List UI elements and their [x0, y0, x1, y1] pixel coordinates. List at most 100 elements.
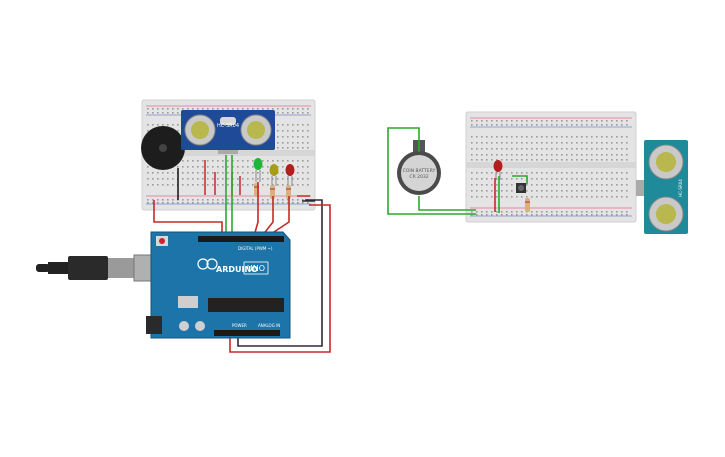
breadboard-hole [526, 172, 528, 174]
arduino-uno-board[interactable]: DIGITAL (PWM ~) ARDUINO UNO POWER ANALOG… [146, 231, 291, 339]
breadboard-hole [561, 142, 563, 144]
breadboard-hole [526, 124, 528, 126]
breadboard-hole [526, 136, 528, 138]
breadboard-hole [566, 148, 568, 150]
breadboard-hole [202, 160, 204, 162]
breadboard-hole [621, 120, 623, 122]
left-led-green[interactable] [253, 158, 263, 182]
breadboard-hole [516, 214, 518, 216]
breadboard-hole [267, 202, 269, 204]
breadboard-hole [626, 124, 628, 126]
breadboard-hole [282, 172, 284, 174]
breadboard-hole [177, 202, 179, 204]
breadboard-hole [566, 136, 568, 138]
breadboard-hole [536, 172, 538, 174]
breadboard-hole [272, 178, 274, 180]
battery-label: COIN BATTERY [403, 168, 436, 174]
breadboard-hole [596, 172, 598, 174]
breadboard-hole [242, 199, 244, 201]
breadboard-hole [531, 214, 533, 216]
breadboard-hole [252, 172, 254, 174]
breadboard-hole [596, 214, 598, 216]
right-breadboard[interactable] [465, 111, 637, 223]
breadboard-hole [521, 148, 523, 150]
breadboard-hole [277, 124, 279, 126]
breadboard-hole [586, 214, 588, 216]
breadboard-hole [167, 184, 169, 186]
breadboard-hole [471, 136, 473, 138]
breadboard-hole [531, 154, 533, 156]
breadboard-hole [576, 184, 578, 186]
piezo-buzzer[interactable] [141, 126, 185, 200]
breadboard-hole [501, 214, 503, 216]
right-ultrasonic-sensor[interactable]: HC-SR04 [636, 140, 688, 234]
breadboard-hole [571, 142, 573, 144]
breadboard-hole [586, 136, 588, 138]
breadboard-hole [511, 172, 513, 174]
breadboard-hole [187, 202, 189, 204]
usb-cable[interactable] [36, 254, 171, 282]
breadboard-hole [541, 190, 543, 192]
power-analog-header[interactable] [214, 330, 280, 336]
breadboard-hole [551, 120, 553, 122]
breadboard-hole [626, 154, 628, 156]
breadboard-hole [611, 120, 613, 122]
breadboard-hole [556, 184, 558, 186]
arduino-model: UNO [247, 264, 265, 273]
breadboard-hole [307, 136, 309, 138]
breadboard-hole [546, 211, 548, 213]
left-ultrasonic-sensor[interactable]: HC-SR04 [181, 110, 275, 154]
breadboard-hole [576, 124, 578, 126]
breadboard-hole [486, 184, 488, 186]
breadboard-hole [596, 184, 598, 186]
breadboard-hole [616, 148, 618, 150]
breadboard-hole [297, 147, 299, 149]
breadboard-hole [551, 154, 553, 156]
breadboard-hole [561, 190, 563, 192]
left-led-red[interactable] [285, 164, 295, 186]
breadboard-hole [496, 184, 498, 186]
left-led-yellow[interactable] [269, 164, 279, 186]
breadboard-hole [491, 148, 493, 150]
breadboard-hole [566, 159, 568, 161]
breadboard-hole [242, 184, 244, 186]
breadboard-hole [222, 108, 224, 110]
breadboard-hole [302, 112, 304, 114]
breadboard-hole [177, 130, 179, 132]
push-button[interactable] [516, 183, 526, 193]
breadboard-hole [252, 199, 254, 201]
breadboard-hole [606, 214, 608, 216]
breadboard-hole [581, 159, 583, 161]
breadboard-hole [192, 199, 194, 201]
breadboard-hole [282, 124, 284, 126]
breadboard-hole [541, 120, 543, 122]
right-resistor[interactable] [525, 198, 530, 212]
breadboard-hole [471, 190, 473, 192]
breadboard-hole [476, 120, 478, 122]
breadboard-hole [486, 214, 488, 216]
breadboard-hole [491, 172, 493, 174]
breadboard-hole [506, 172, 508, 174]
breadboard-hole [591, 142, 593, 144]
breadboard-hole [197, 172, 199, 174]
breadboard-hole [556, 211, 558, 213]
breadboard-hole [167, 108, 169, 110]
breadboard-hole [611, 214, 613, 216]
breadboard-hole [147, 130, 149, 132]
breadboard-hole [287, 108, 289, 110]
digital-header[interactable] [198, 236, 284, 242]
breadboard-hole [182, 160, 184, 162]
breadboard-hole [252, 166, 254, 168]
breadboard-hole [491, 196, 493, 198]
breadboard-hole [292, 130, 294, 132]
breadboard-hole [611, 124, 613, 126]
breadboard-hole [292, 199, 294, 201]
breadboard-hole [586, 211, 588, 213]
right-led-red[interactable] [493, 160, 503, 180]
breadboard-hole [556, 196, 558, 198]
breadboard-hole [302, 142, 304, 144]
breadboard-hole [566, 214, 568, 216]
digital-label: DIGITAL (PWM ~) [238, 246, 273, 251]
breadboard-hole [481, 214, 483, 216]
breadboard-hole [561, 124, 563, 126]
